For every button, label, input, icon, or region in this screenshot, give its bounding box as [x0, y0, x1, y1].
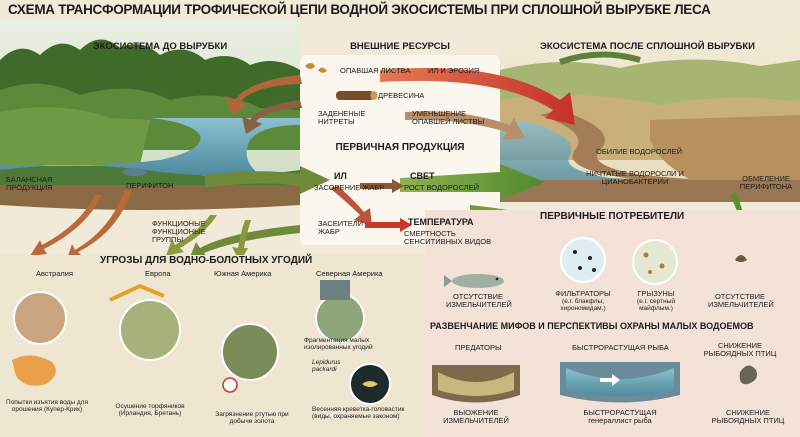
label-gill-filter: ЗАСЕИТЕЛИ ЖАБР	[318, 219, 364, 236]
arrow-functional-group-3	[166, 215, 217, 256]
label-algae-abundance: ОБИЛИЕ ВОДОРОСЛЕЙ	[596, 147, 683, 156]
australia-map-icon	[12, 355, 56, 386]
caption-north-america: Фрагментация малых изолированных угодий	[304, 337, 373, 351]
caption-australia: Попытки изъятия воды для орошения (Купер…	[6, 399, 88, 413]
arrow-functional-group-1	[66, 190, 132, 262]
label-filterers: ФИЛЬТРАТОРЫ	[555, 289, 611, 298]
filterers-circle	[560, 237, 606, 283]
label-grazers: ГРЫЗУНЫ	[637, 289, 675, 298]
before-fish	[123, 168, 147, 176]
caption-shrimp: Весенняя креветка-головастик (виды, охра…	[312, 406, 405, 420]
shrimp-icon	[362, 381, 378, 387]
label-bird-decline-top: СНИЖЕНИЕ РЫБОЯДНЫХ ПТИЦ	[703, 341, 777, 358]
label-functional-groups: ФУНКЦИОНЫЕ ФУНКЦИОНЫЕ ГРУППЫ	[152, 219, 206, 244]
wood-log-icon	[336, 91, 374, 100]
label-silt-erosion: ИЛ И ЭРОЗИЯ	[428, 66, 480, 75]
excavator-icon	[109, 283, 165, 302]
label-shredder-survival: ВЫОЖЕНИЕ ИЗМЕЛЬЧИТЕЛЕЙ	[443, 408, 509, 425]
section-after-header: ЭКОСИСТЕМА ПОСЛЕ СПЛОШНОЙ ВЫРУБКИ	[539, 41, 756, 52]
trout-icon	[444, 274, 504, 288]
after-landscape	[500, 51, 800, 202]
arrow-silt-to-light	[360, 179, 404, 193]
arrow-to-threats	[188, 225, 300, 262]
label-grazers-note: (е.г. сертный майфлым.)	[637, 298, 675, 312]
insects-icon	[573, 250, 665, 274]
grazers-circle	[632, 239, 678, 285]
label-filamentous-algae: НИЧТАТЫЕ ВОДОРОСЛИ И ЦИАНОБАКТЕРИИ	[586, 169, 684, 186]
section-myths: РАЗВЕНЧАНИЕ МИФОВ И ПЕРСПЕКТИВЫ ОХРАНЫ М…	[430, 321, 754, 331]
label-delayed-nitrates: ЗАДЕНЕНЫЕ НИТРЕТЫ	[318, 109, 366, 126]
city-icon	[320, 280, 350, 300]
arrow-less-leaves	[405, 111, 525, 140]
label-no-shredders-right: ОТСУТСТВИЕ ИЗМЕЛЬЧИТЕЛЕЙ	[708, 292, 774, 309]
arrow-functional-group-4	[232, 220, 251, 262]
arrow-production-forward	[400, 164, 545, 200]
north-america-circle	[315, 293, 365, 343]
arrow-to-temperature	[365, 218, 412, 232]
arrow-periphyton-to-silt	[205, 166, 330, 194]
section-before-header: ЭКОСИСТЕМА ДО ВЫРУБКИ	[92, 41, 228, 52]
label-light: СВЕТ	[410, 171, 435, 181]
skull-icon	[222, 377, 238, 393]
label-silt: ИЛ	[334, 171, 347, 181]
mayfly-icon	[735, 255, 747, 262]
label-balanced-production: БАЛАНСНАЯ ПРОДУКЦИЯ	[6, 175, 53, 192]
label-predators: ПРЕДАТОРЫ	[455, 343, 502, 352]
region-north-america: Северная Америка	[316, 269, 383, 278]
label-periphyton: ПЕРИФИТОН	[126, 181, 174, 190]
label-wood: ДРЕВЕСИНА	[378, 91, 425, 100]
before-river	[0, 118, 300, 175]
caption-lepidurus: Lepidurus packardi	[312, 359, 341, 373]
label-fallen-leaves: ОПАВШАЯ ЛИСТВА	[340, 66, 411, 75]
label-algae-growth: РОСТ ВОДОРОСЛЕЙ	[404, 183, 479, 192]
label-gill-clog: ЗАСОРЕНИЕ ЖАБР	[314, 183, 385, 192]
region-australia: Австралия	[36, 269, 74, 278]
label-sensitive-death: СМЕРТНОСТЬ СЕНСИТИВНЫХ ВИДОВ	[404, 229, 492, 246]
arrow-functional-group-2	[30, 195, 102, 256]
south-america-circle	[221, 323, 279, 381]
bird-icon	[739, 365, 757, 385]
region-europe: Европа	[145, 269, 171, 278]
section-threats: УГРОЗЫ ДЛЯ ВОДНО-БОЛОТНЫХ УГОДИЙ	[100, 255, 313, 266]
caption-south-america: Загрязнение ртутью при добыче золота	[215, 411, 289, 425]
label-filterers-note: (е.г. блакфлы, хирономидам.)	[560, 298, 606, 312]
arrow-silt-to-gills	[330, 186, 372, 226]
label-fast-fish: БЫСТРОРАСТУЩАЯ РЫБА	[572, 343, 669, 352]
arrow-leaves-to-forest	[225, 75, 302, 115]
label-no-shredders-left: ОТСУТСТВИЕ ИЗМЕЛЬЧИТЕЛЕЙ	[446, 292, 512, 309]
region-south-america: Южная Америка	[214, 269, 272, 278]
arrow-wood-to-forest	[242, 100, 302, 134]
threats-panel	[0, 255, 425, 437]
section-external-header: ВНЕШНИЕ РЕСУРСЫ	[350, 41, 450, 52]
leaves-icon	[305, 63, 327, 73]
label-fast-fish-generalist: БЫСТРОРАСТУЩАЯ генераллист рыба	[583, 408, 657, 425]
australia-circle	[13, 291, 67, 345]
arrow-erosion	[380, 68, 575, 125]
before-soil	[0, 185, 300, 210]
label-bird-decline-bottom: СНИЖЕНИЕ РЫБОЯДНЫХ ПТИЦ	[711, 408, 785, 425]
label-temperature: ТЕМПЕРАТУРА	[408, 217, 474, 227]
section-primary-consumers: ПЕРВИЧНЫЕ ПОТРЕБИТЕЛИ	[540, 211, 685, 222]
caption-europe: Осушение торфяников (Ирландия, Бретань)	[115, 403, 185, 417]
label-periphyton-decline: ОБМЕЛЕНИЕ ПЕРИФИТОНА	[739, 174, 793, 191]
section-primary-production: ПЕРВИЧНАЯ ПРОДУКЦИЯ	[335, 142, 465, 153]
europe-circle	[119, 299, 181, 361]
page-title: СХЕМА ТРАНСФОРМАЦИИ ТРОФИЧЕСКОЙ ЦЕПИ ВОД…	[8, 2, 711, 17]
label-less-leaves: УМЕНЬШЕНИЕ ОПАВШЕЙ ЛИСТВЫ	[412, 109, 485, 126]
